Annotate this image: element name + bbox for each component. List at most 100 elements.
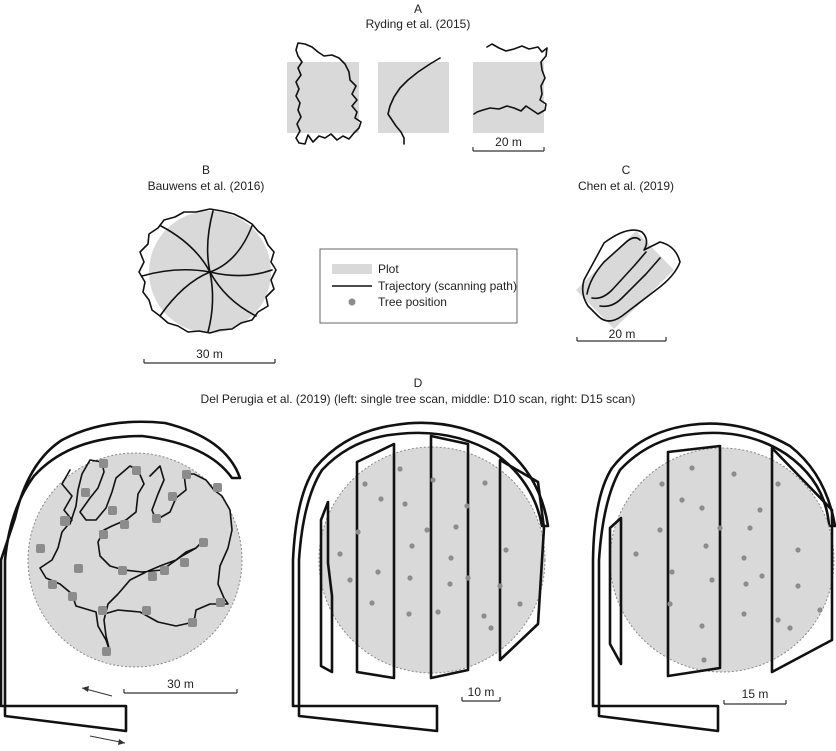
tree (741, 611, 747, 617)
tree (108, 506, 117, 515)
tree (435, 609, 441, 615)
panel-d-middle-strip-2 (355, 442, 396, 680)
tree (482, 480, 488, 486)
panel-d-right-trees (633, 465, 823, 663)
panel-d-middle-strip-3 (429, 434, 470, 680)
panel-a-plot-3 (473, 62, 544, 133)
tree (464, 503, 470, 509)
tree (795, 583, 801, 589)
tree (743, 581, 749, 587)
panel-d-left-trees (36, 459, 225, 656)
panel-c: C Chen et al. (2019) 20 m (576, 163, 681, 342)
panel-d-right-scale-label: 15 m (742, 687, 769, 701)
tree (407, 575, 413, 581)
panel-b-spokes (141, 210, 273, 333)
panel-b-spoke-n (206, 210, 214, 273)
panel-b-letter: B (202, 163, 210, 177)
tree (517, 601, 523, 607)
panel-c-scale-label: 20 m (609, 327, 636, 341)
panel-d-middle-access-path (291, 421, 550, 733)
panel-a-trajectory-3 (473, 43, 548, 115)
panel-d-middle-strip-1 (319, 500, 334, 674)
tree (669, 569, 675, 575)
tree (699, 623, 705, 629)
panel-b-title: Bauwens et al. (2016) (148, 179, 265, 193)
tree (68, 592, 77, 601)
panel-d-left-scale-label: 30 m (167, 677, 194, 691)
legend-tree-swatch (348, 298, 356, 306)
panel-a: A Ryding et al. (2015) 20 m (287, 2, 548, 152)
tree (160, 566, 169, 575)
tree (81, 488, 90, 497)
panel-d-right-strip-2 (666, 444, 722, 678)
panel-b-spoke-nw (160, 225, 211, 273)
tree (102, 647, 111, 656)
panel-c-letter: C (622, 163, 631, 177)
tree (99, 459, 108, 468)
panel-d-left-access-path (0, 420, 242, 733)
tree (199, 538, 208, 547)
tree (120, 520, 129, 529)
panel-b-spoke-e (209, 269, 273, 277)
tree (424, 527, 430, 533)
tree (98, 606, 107, 615)
tree (182, 470, 191, 479)
tree (369, 600, 375, 606)
legend-plot-label: Plot (378, 262, 399, 276)
tree (741, 555, 747, 561)
tree (481, 613, 487, 619)
panel-b: B Bauwens et al. (2016) 30 m (138, 163, 277, 364)
tree (731, 471, 737, 477)
tree (337, 551, 343, 557)
legend-trajectory-label: Trajectory (scanning path) (378, 279, 517, 293)
panel-d-middle-scale-label: 10 m (468, 685, 495, 699)
tree (378, 496, 384, 502)
tree (659, 481, 665, 487)
tree (430, 477, 436, 483)
panel-d-middle-strips (319, 434, 546, 680)
panel-a-title: Ryding et al. (2015) (366, 17, 471, 31)
tree (709, 577, 715, 583)
tree (689, 465, 695, 471)
panel-d-middle: 10 m (291, 421, 550, 733)
tree (409, 543, 415, 549)
tree (657, 527, 663, 533)
tree (74, 564, 83, 573)
panel-b-scale-label: 30 m (196, 347, 223, 361)
panel-d-left: 30 m (0, 420, 243, 745)
tree (142, 606, 151, 615)
panel-d-left-plot (27, 452, 243, 668)
panel-c-trajectory-inner-1 (591, 251, 647, 300)
tree (447, 581, 453, 587)
tree (60, 516, 70, 526)
panel-d-letter: D (414, 376, 423, 390)
tree (703, 543, 709, 549)
tree (397, 466, 403, 472)
panel-a-scale-label: 20 m (495, 135, 522, 149)
legend-plot-swatch (332, 264, 372, 274)
panel-b-trajectory-outer (138, 208, 277, 334)
panel-d-right-strip-1 (608, 516, 623, 666)
tree (795, 547, 801, 553)
tree (36, 544, 45, 553)
tree (406, 611, 412, 617)
tree (180, 558, 189, 567)
tree (757, 507, 763, 513)
tree (168, 492, 177, 501)
tree (465, 575, 471, 581)
tree (679, 497, 685, 503)
panel-a-plot-2 (378, 62, 449, 133)
tree (448, 555, 454, 561)
tree (503, 547, 509, 553)
tree (488, 625, 494, 631)
tree (148, 572, 157, 581)
panel-a-trajectory-1 (295, 42, 362, 145)
tree (453, 524, 459, 530)
tree (188, 618, 197, 627)
panel-d-right-strip-3 (770, 446, 834, 674)
panel-d-left-arrow-out-head (118, 739, 125, 745)
panel-d-right-access-path (591, 422, 836, 733)
legend: Plot Trajectory (scanning path) Tree pos… (319, 248, 518, 324)
